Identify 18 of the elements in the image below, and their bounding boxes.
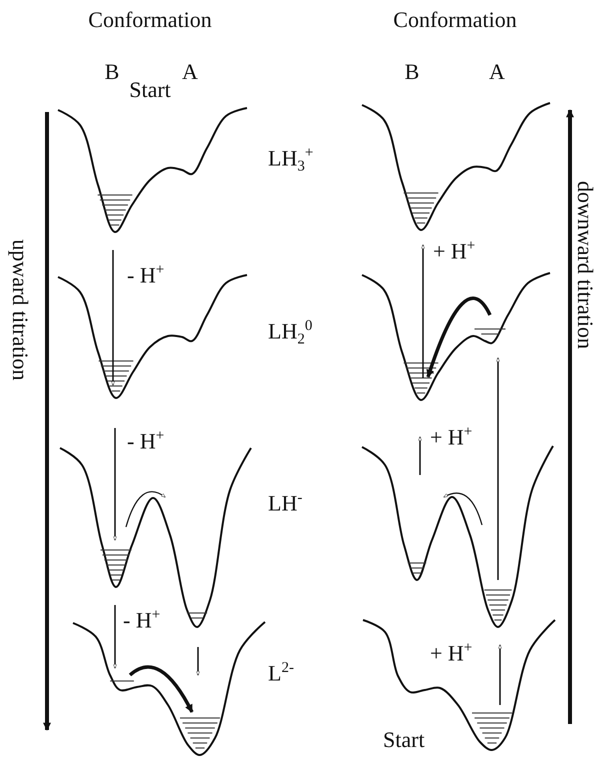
axis-label: upward titration	[8, 239, 32, 381]
proton-label: - H$^{+}$	[123, 607, 160, 633]
state-label: L$^{2-}$	[268, 660, 294, 686]
conformation-label: B	[104, 60, 120, 84]
start-label: Start	[383, 728, 425, 752]
axis-label: downward titration	[572, 180, 598, 350]
heading: Conformation	[393, 8, 517, 32]
state-label: LH$^{-}$	[268, 490, 302, 516]
conformation-label: A	[489, 60, 505, 84]
heading: Conformation	[88, 8, 212, 32]
proton-label: + H$^{+}$	[430, 424, 472, 450]
start-label: Start	[129, 78, 171, 102]
conformation-label: A	[182, 60, 198, 84]
proton-label: - H$^{+}$	[127, 428, 164, 454]
proton-label: + H$^{+}$	[433, 238, 476, 264]
proton-label: - H$^{+}$	[127, 262, 164, 288]
proton-label: + H$^{+}$	[430, 640, 472, 666]
conformation-label: B	[404, 60, 420, 84]
